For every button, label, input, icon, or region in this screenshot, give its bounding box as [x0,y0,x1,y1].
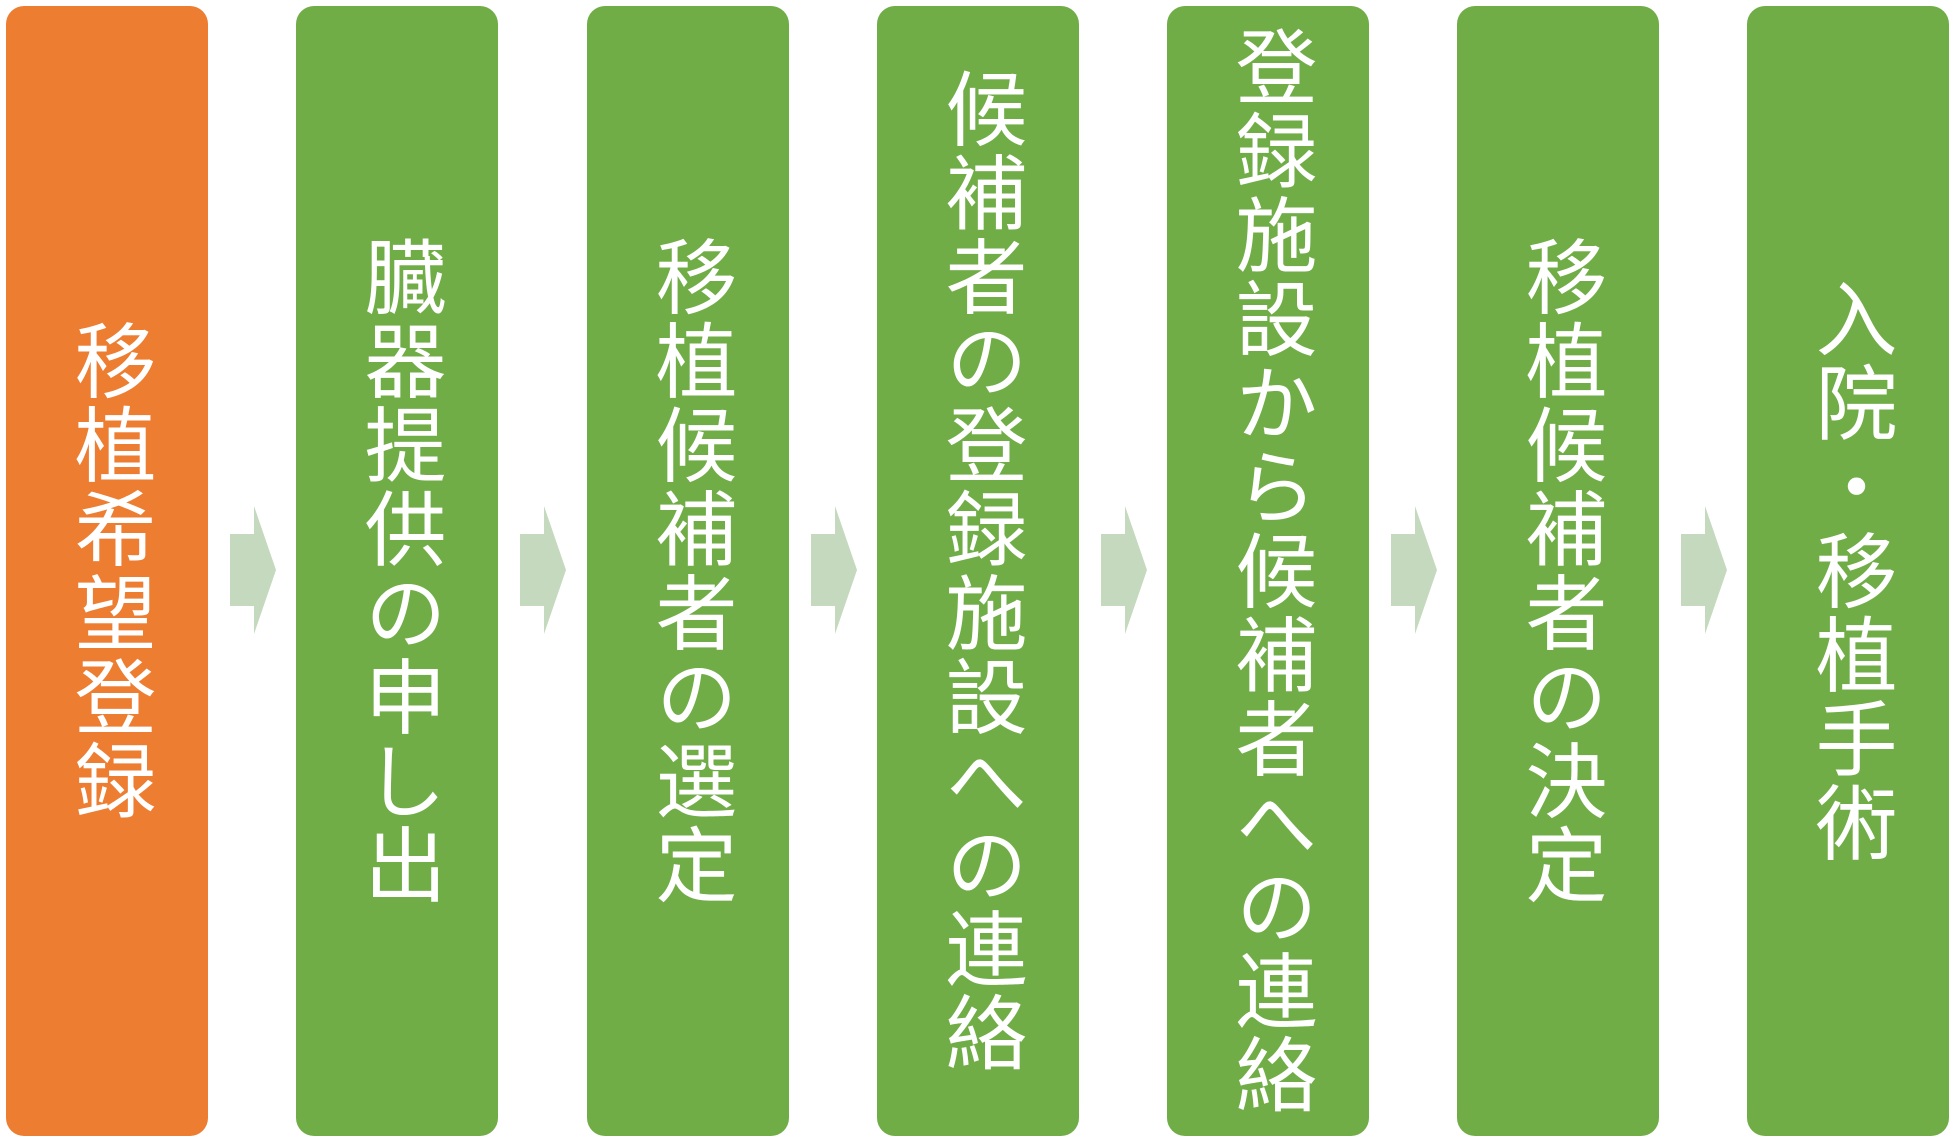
arrow-2-shape [520,506,566,634]
arrow-3-shape [811,506,857,634]
step-1-label: 移植希望登録 [60,319,155,823]
chevron-right-arrow-icon [1101,506,1147,634]
chevron-right-arrow-icon [1391,506,1437,634]
arrow-6-shape [1681,506,1727,634]
step-6-box: 移植候補者の決定 [1457,6,1659,1136]
step-7-label: 入院・移植手術 [1801,277,1896,865]
step-2-label: 臓器提供の申し出 [350,235,445,907]
step-4-label: 候補者の登録施設への連絡 [931,67,1026,1075]
step-1-box: 移植希望登録 [6,6,208,1136]
arrow-1-shape [230,506,276,634]
chevron-right-arrow-icon [520,506,566,634]
step-5-label: 登録施設から候補者への連絡 [1221,25,1316,1117]
chevron-right-arrow-icon [1681,506,1727,634]
arrow-5-shape [1391,506,1437,634]
step-3-label: 移植候補者の選定 [641,235,736,907]
arrow-4-shape [1101,506,1147,634]
step-7-box: 入院・移植手術 [1747,6,1949,1136]
chevron-right-arrow-icon [230,506,276,634]
step-4-box: 候補者の登録施設への連絡 [877,6,1079,1136]
chevron-right-arrow-icon [811,506,857,634]
step-2-box: 臓器提供の申し出 [296,6,498,1136]
step-5-box: 登録施設から候補者への連絡 [1167,6,1369,1136]
step-6-label: 移植候補者の決定 [1511,235,1606,907]
step-3-box: 移植候補者の選定 [587,6,789,1136]
